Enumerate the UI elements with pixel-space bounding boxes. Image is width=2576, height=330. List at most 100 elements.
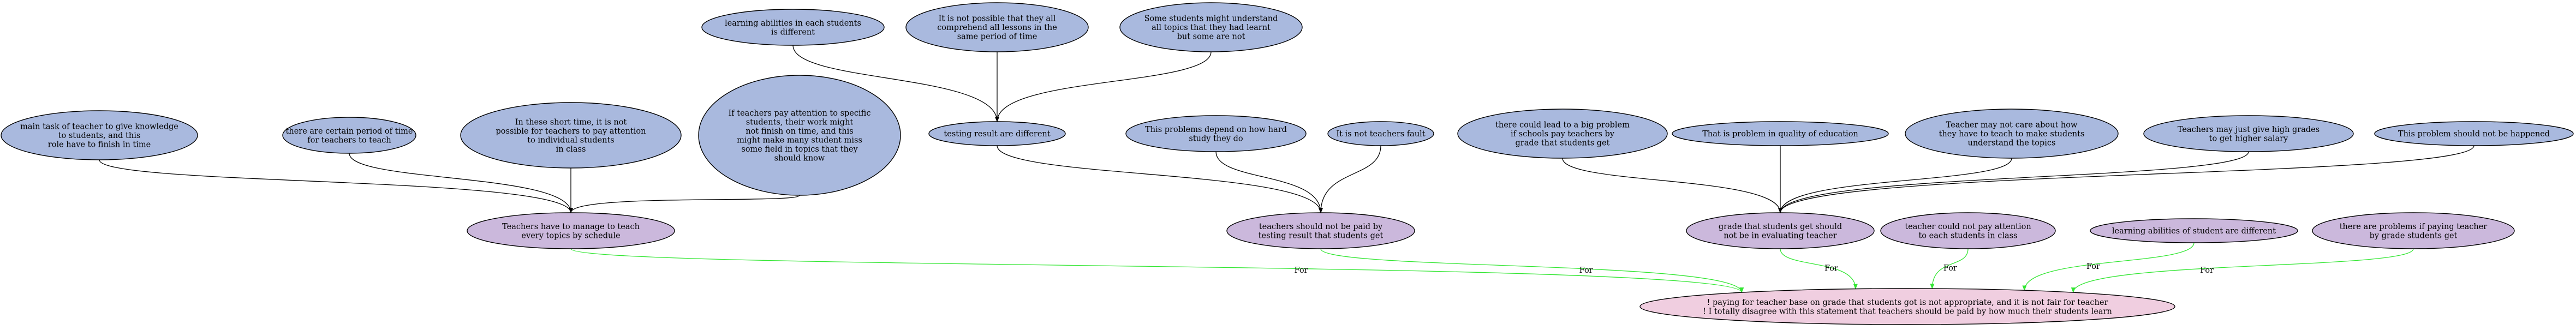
for-edge-c4-to-root: For — [1930, 248, 1969, 290]
support-edge-n10-to-c2 — [1319, 145, 1381, 213]
node-text-line: they have to teach to make students — [1939, 130, 2085, 139]
node-text-line: It is not teachers fault — [1336, 130, 1425, 139]
edge-line — [349, 153, 573, 213]
node-text-line: some field in topics that they — [741, 145, 858, 154]
for-edge-c2-to-root: For — [1320, 248, 1744, 293]
node-text-line: Teachers may just give high grades — [2178, 125, 2319, 134]
node-text-line: testing result are different — [944, 130, 1050, 139]
premise-ellipse — [2374, 121, 2574, 146]
support-edge-n7-to-n8 — [995, 51, 1212, 122]
nodes-layer: main task of teacher to give knowledgeto… — [1, 2, 2574, 325]
node-text-line: grade that students get — [1516, 139, 1610, 148]
premise-ellipse — [1125, 115, 1307, 152]
node-text-line: possible for teachers to pay attention — [496, 127, 646, 136]
premise-node-it-is-not-teachers-fault[interactable]: It is not teachers fault — [1327, 121, 1434, 146]
edge-line — [1562, 158, 1782, 213]
premise-ellipse — [698, 75, 901, 196]
claim-ellipse — [1226, 212, 1415, 249]
premise-node-testing-result-are-different[interactable]: testing result are different — [928, 121, 1066, 146]
premise-node-if-teachers-pay-attention-to-specific[interactable]: If teachers pay attention to specificstu… — [698, 75, 901, 196]
premise-ellipse — [905, 2, 1089, 52]
claim-ellipse — [1880, 212, 2056, 249]
premise-ellipse — [1672, 121, 1889, 146]
conclusion-node-paying-for-teacher-base-on-grade-that-students-g[interactable]: ! paying for teacher base on grade that … — [1639, 288, 2175, 325]
node-text-line: every topics by schedule — [521, 231, 620, 240]
node-text-line: not be in evaluating teacher — [1724, 231, 1836, 240]
support-edge-n8-to-c2 — [997, 145, 1323, 213]
node-text-line: This problems depend on how hard — [1145, 125, 1287, 134]
claim-ellipse — [2090, 218, 2298, 243]
support-edge-n4-to-c1 — [569, 195, 800, 213]
node-text-line: comprehend all lessons in the — [937, 23, 1057, 32]
claim-node-learning-abilities-of-student-are-different[interactable]: learning abilities of student are differ… — [2090, 218, 2298, 243]
claim-ellipse — [2312, 212, 2515, 249]
edge-line — [792, 45, 999, 122]
node-text-line: there could lead to a big problem — [1495, 121, 1630, 130]
support-edge-n5-to-n8 — [792, 45, 999, 122]
premise-node-this-problem-should-not-be-happened[interactable]: This problem should not be happened — [2374, 121, 2574, 146]
node-text-line: by grade students get — [2370, 231, 2458, 240]
claim-ellipse — [467, 212, 675, 249]
node-text-line: to get higher salary — [2209, 134, 2288, 143]
edge-line — [997, 145, 1323, 213]
node-text-line: study they do — [1189, 134, 1243, 143]
support-edge-n14-to-c3 — [1778, 151, 2249, 213]
edge-line — [1320, 248, 1744, 293]
node-text-line: role have to finish in time — [48, 141, 151, 149]
premise-node-main-task-of-teacher-to-give-knowledge[interactable]: main task of teacher to give knowledgeto… — [1, 110, 198, 160]
edge-line — [1778, 151, 2249, 213]
node-text-line: for teachers to teach — [307, 136, 391, 145]
node-text-line: Some students might understand — [1144, 15, 1278, 23]
conclusion-ellipse — [1639, 288, 2175, 325]
node-text-line: should know — [774, 154, 825, 163]
support-edge-n15-to-c3 — [1778, 145, 2474, 213]
edge-line — [99, 159, 573, 213]
edge-label-for: For — [1943, 264, 1957, 273]
edge-label-for: For — [2200, 266, 2214, 275]
premise-ellipse — [928, 121, 1066, 146]
node-text-line: If teachers pay attention to specific — [729, 109, 871, 118]
edge-line — [2071, 248, 2414, 293]
edges-layer: For For For For For For — [99, 45, 2474, 293]
for-edge-c3-to-root: For — [1780, 248, 1858, 290]
node-text-line: learning abilities in each students — [725, 19, 861, 28]
premise-ellipse — [282, 117, 416, 154]
premise-node-it-is-not-possible-that-they-all[interactable]: It is not possible that they allcomprehe… — [905, 2, 1089, 52]
node-text-line: there are certain period of time — [286, 127, 413, 136]
node-text-line: learning abilities of student are differ… — [2112, 227, 2276, 236]
premise-ellipse — [1327, 121, 1434, 146]
premise-ellipse — [1, 110, 198, 160]
premise-ellipse — [2143, 115, 2354, 152]
edge-label-for: For — [1295, 266, 1308, 275]
node-text-line: but some are not — [1177, 33, 1245, 41]
premise-ellipse — [1119, 2, 1303, 52]
support-edge-n11-to-c3 — [1562, 158, 1782, 213]
node-text-line: In these short time, it is not — [515, 118, 627, 127]
node-text-line: if schools pay teachers by — [1511, 130, 1615, 139]
node-text-line: ! paying for teacher base on grade that … — [1707, 298, 2108, 307]
edge-line — [569, 195, 800, 213]
node-text-line: understand the topics — [1967, 139, 2055, 148]
support-edge-n9-to-c2 — [1215, 151, 1323, 213]
edge-line — [1778, 158, 2012, 213]
node-text-line: teacher could not pay attention — [1905, 223, 2031, 231]
premise-node-that-is-problem-in-quality-of-education[interactable]: That is problem in quality of education — [1672, 121, 1889, 146]
edge-label-for: For — [2086, 262, 2100, 271]
edge-line — [1215, 151, 1323, 213]
edge-line — [1319, 145, 1381, 213]
premise-ellipse — [701, 9, 885, 46]
